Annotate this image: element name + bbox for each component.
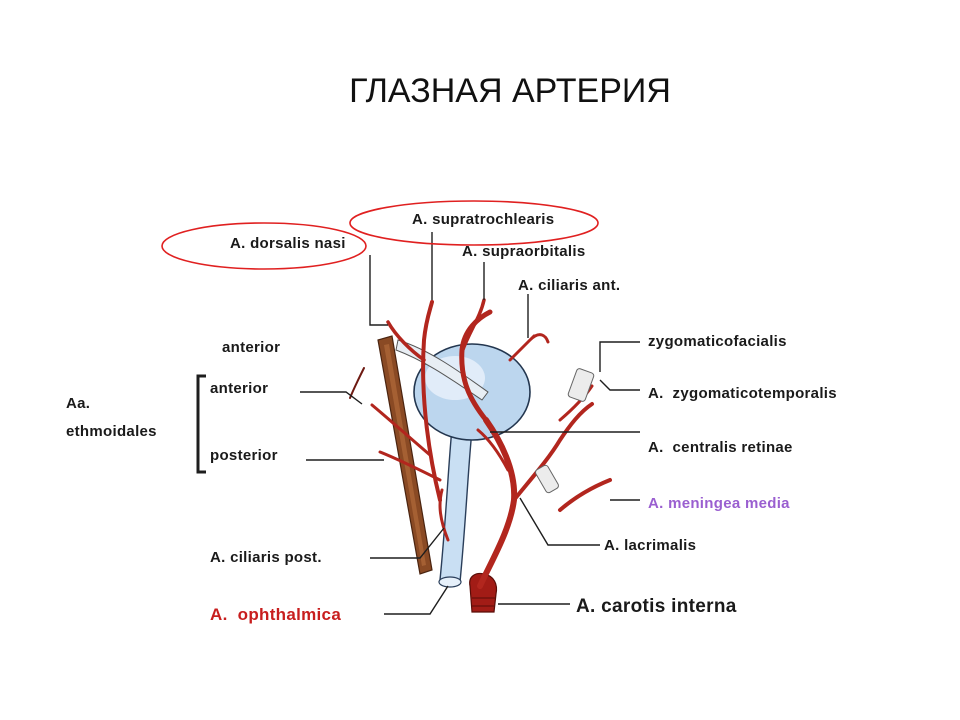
label-carotis-interna: A. carotis interna: [576, 596, 737, 617]
nasal-strip-shade: [384, 344, 426, 566]
ophthalmica-trunk: [477, 417, 518, 589]
optic-nerve-end: [438, 576, 462, 588]
meningeal-foramen: [535, 464, 559, 494]
highlight-supratrochlearis: [349, 200, 599, 246]
ethmoidal-red-stroke: [349, 367, 365, 399]
leader-lines: [300, 232, 640, 615]
leader-ophthalmica: [384, 585, 449, 615]
leader-zygomaticofacialis: [599, 341, 640, 372]
label-ciliaris-post: A. ciliaris post.: [210, 549, 322, 566]
label-centralis-retinae: A. centralis retinae: [648, 439, 793, 456]
label-zygomaticotemporalis: A. zygomaticotemporalis: [648, 385, 837, 402]
leader-anterior: [300, 391, 363, 405]
highlight-dorsalis-nasi: [161, 222, 367, 270]
carotis-interna-ring: [472, 597, 495, 607]
zygomatic-twig: [558, 384, 594, 422]
label-ciliaris-ant: A. ciliaris ant.: [518, 277, 620, 294]
leader-lacrimalis: [519, 497, 600, 546]
dorsalis-nasi-branch: [386, 320, 426, 362]
label-anterior: anterior: [210, 380, 268, 397]
meningea-media-branch: [558, 478, 612, 512]
labels: A. supratrochlearis A. dorsalis nasi A. …: [66, 211, 837, 624]
anatomy-illustration: [349, 298, 612, 613]
lacrimalis-branch: [512, 402, 594, 502]
label-lacrimalis: A. lacrimalis: [604, 537, 696, 554]
leader-dorsalis-nasi: [369, 255, 388, 326]
optic-nerve: [439, 427, 473, 583]
label-ophthalmica: A. ophthalmica: [210, 605, 341, 624]
label-aa: Aa.: [66, 395, 90, 412]
centralis-retinae-branch: [476, 428, 510, 472]
zygomatic-foramen: [567, 368, 595, 402]
slide-title: ГЛАЗНАЯ АРТЕРИЯ: [349, 72, 671, 110]
ethmoidalis-post-branch: [370, 403, 432, 457]
label-ethmoidales: ethmoidales: [66, 423, 157, 440]
ciliaris-ant-branch: [508, 333, 550, 362]
ethmoidales-bracket: [196, 374, 206, 474]
label-supratrochlearis: A. supratrochlearis: [412, 211, 554, 228]
ethmoidalis-ant-branch: [378, 450, 442, 482]
label-meningea-media: A. meningea media: [648, 495, 790, 512]
ciliaris-post-branch: [438, 488, 450, 542]
label-supraorbitalis: A. supraorbitalis: [462, 243, 585, 260]
label-anterior-top: anterior: [222, 339, 280, 356]
label-posterior: posterior: [210, 447, 278, 464]
label-zygomaticofacialis: zygomaticofacialis: [648, 333, 787, 350]
leader-ciliaris-post: [370, 527, 445, 559]
supraorbitalis-branch: [460, 298, 486, 354]
leader-zygomaticotemporalis: [599, 379, 640, 391]
label-dorsalis-nasi: A. dorsalis nasi: [230, 235, 346, 252]
